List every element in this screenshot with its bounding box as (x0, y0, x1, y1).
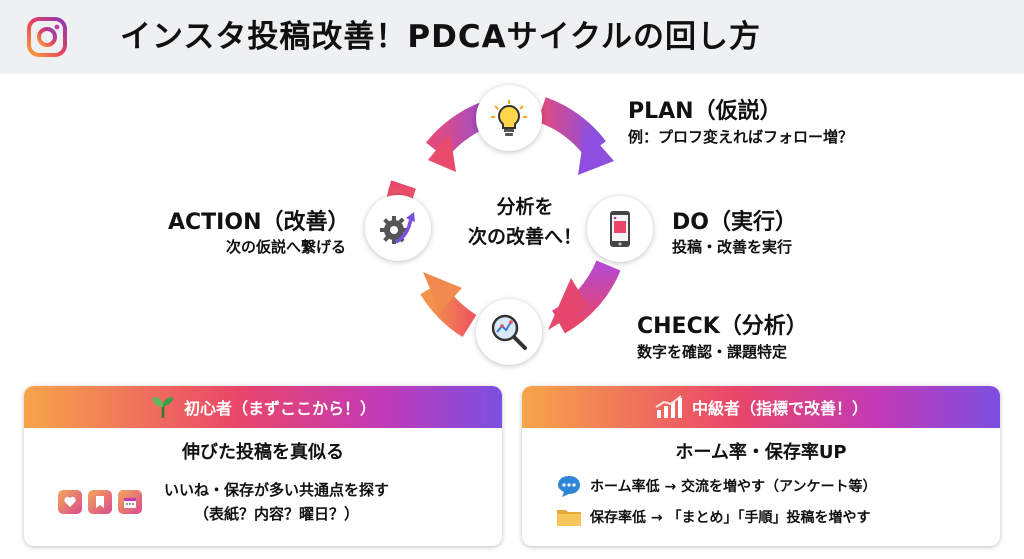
intermediate-item-1-text: ホーム率低 → 交流を増やす（アンケート等） (590, 479, 877, 495)
check-node (476, 299, 542, 365)
intermediate-panel-header: 中級者（指標で改善！） (522, 386, 1000, 428)
beginner-header-label: 初心者（まずここから！） (183, 399, 376, 418)
action-node (365, 195, 431, 261)
bookmark-icon (88, 490, 112, 514)
bar-chart-icon (655, 395, 682, 418)
smartphone-icon (610, 211, 630, 247)
action-subtitle: 次の仮説へ繋げる (225, 238, 346, 256)
intermediate-panel: 中級者（指標で改善！） ホーム率・保存率UP ホーム率低 → 交流を増やす（アン… (522, 386, 1000, 546)
header-bar: インスタ投稿改善！PDCAサイクルの回し方 (0, 0, 1024, 74)
arrowhead-do (548, 278, 588, 330)
heart-icon (58, 490, 82, 514)
arrowhead-action (428, 133, 456, 172)
magnifier-chart-icon (491, 314, 527, 350)
check-title: CHECK（分析） (637, 314, 808, 339)
chat-bubble-icon (558, 476, 580, 497)
check-subtitle: 数字を確認・課題特定 (637, 343, 788, 361)
instagram-icon (27, 17, 67, 57)
intermediate-title: ホーム率・保存率UP (675, 442, 847, 463)
beginner-panel-header: 初心者（まずここから！） (24, 386, 502, 428)
intermediate-header-label: 中級者（指標で改善！） (691, 399, 868, 418)
do-title: DO（実行） (672, 210, 797, 235)
intermediate-item-2-text: 保存率低 → 「まとめ」「手順」投稿を増やす (590, 510, 871, 526)
calendar-icon (118, 490, 142, 514)
arrowhead-check (423, 272, 462, 312)
lightbulb-icon (491, 100, 527, 136)
plan-node (476, 85, 542, 151)
beginner-title: 伸びた投稿を真似る (182, 442, 344, 463)
center-line2: 次の改善へ！ (467, 226, 582, 248)
beginner-panel: 初心者（まずここから！） 伸びた投稿を真似る いいね・保存が多い共通点を探す （… (24, 386, 502, 546)
do-subtitle: 投稿・改善を実行 (672, 238, 793, 256)
plan-title: PLAN（仮説） (628, 99, 782, 124)
gear-arrow-icon (380, 212, 415, 244)
beginner-line1: いいね・保存が多い共通点を探す (164, 481, 390, 499)
cycle-center-text: 分析を 次の改善へ！ (455, 192, 595, 252)
beginner-line2: （表紙？内容？曜日？） (194, 505, 360, 523)
arrowhead-plan (578, 128, 614, 175)
folder-icon (557, 510, 581, 526)
do-node (587, 196, 653, 262)
intermediate-item-2: 保存率低 → 「まとめ」「手順」投稿を増やす (522, 506, 1000, 528)
action-title: ACTION（改善） (168, 210, 350, 235)
intermediate-item-1: ホーム率低 → 交流を増やす（アンケート等） (522, 474, 1000, 498)
sprout-icon (152, 397, 174, 418)
center-line1: 分析を (496, 196, 554, 218)
page-title: インスタ投稿改善！PDCAサイクルの回し方 (120, 19, 762, 55)
plan-subtitle: 例：プロフ変えればフォロー増？ (628, 128, 854, 146)
